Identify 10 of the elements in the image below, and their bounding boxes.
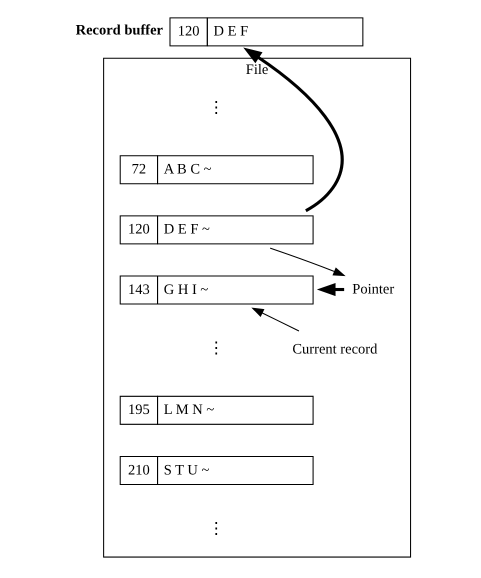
arrow	[243, 48, 344, 212]
label: ⋮	[208, 98, 226, 118]
label: ⋮	[208, 338, 226, 358]
node-label: Record buffer	[76, 22, 164, 39]
node-text: Pointer	[352, 281, 394, 298]
node-text: Current record	[292, 341, 378, 358]
arrow	[251, 308, 300, 332]
label: ⋮	[208, 519, 226, 538]
arrow	[316, 282, 344, 296]
arrow	[270, 248, 346, 276]
